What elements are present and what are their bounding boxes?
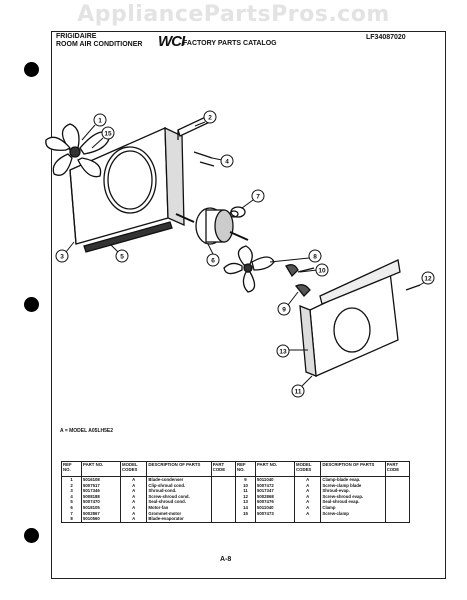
fan-motor-icon (175, 207, 249, 245)
column-header-ref: REF NO. (234, 461, 257, 477)
callout-3: 3 (55, 241, 75, 263)
fan-blade-icon (45, 123, 111, 178)
page-number: A-8 (220, 556, 232, 563)
watermark: AppliancePartsPros.com (77, 2, 390, 27)
callout-8: 8 (269, 249, 322, 263)
evaporator-blade-icon (223, 245, 275, 293)
callout-13: 13 (276, 344, 308, 358)
svg-text:15: 15 (104, 131, 112, 138)
screw-icon (199, 161, 215, 167)
condenser-shroud-icon (69, 126, 185, 245)
svg-text:11: 11 (295, 389, 302, 396)
punch-hole-icon (24, 62, 39, 77)
svg-text:5: 5 (120, 254, 124, 261)
svg-text:12: 12 (424, 276, 432, 283)
column-header-part: PART NO. (254, 461, 296, 477)
document-number: LF34087020 (366, 34, 406, 41)
svg-text:7: 7 (256, 194, 260, 201)
catalog-title: FACTORY PARTS CATALOG (183, 40, 277, 47)
svg-text:2: 2 (208, 115, 212, 122)
callout-6: 6 (206, 243, 220, 267)
clamp-icon (285, 264, 315, 297)
callout-11: 11 (291, 375, 313, 398)
product-name: ROOM AIR CONDITIONER (56, 41, 143, 48)
screw-icon (193, 151, 213, 159)
callout-10: 10 (299, 263, 329, 277)
svg-text:6: 6 (211, 258, 215, 265)
column-header-ref: REF NO. (60, 461, 83, 477)
callout-1: 1 (81, 113, 107, 141)
column-header-code: PART CODE (210, 461, 236, 477)
svg-text:13: 13 (279, 349, 287, 356)
column-header-description: DESCRIPTION OF PARTS (320, 461, 386, 477)
column-header-model: MODEL CODES (294, 461, 322, 477)
callout-4: 4 (211, 154, 234, 168)
callout-9: 9 (277, 291, 299, 316)
punch-hole-icon (24, 297, 39, 312)
model-note: A = MODEL A05LH5E2 (60, 428, 114, 434)
brand-block: FRIGIDAIRE ROOM AIR CONDITIONER (56, 33, 142, 49)
svg-text:3: 3 (60, 254, 64, 261)
svg-text:1: 1 (98, 118, 102, 125)
brand-name: FRIGIDAIRE (56, 33, 97, 40)
svg-text:4: 4 (225, 159, 229, 166)
column-header-part: PART NO. (81, 461, 122, 477)
seal-icon (83, 221, 173, 253)
screw-icon (405, 284, 421, 291)
svg-text:8: 8 (313, 254, 317, 261)
column-header-model: MODEL CODES (120, 461, 148, 477)
callout-7: 7 (241, 189, 265, 209)
evaporator-shroud-icon (299, 259, 401, 377)
table-header-row: REF NO. PART NO. MODEL CODES DESCRIPTION… (60, 461, 411, 477)
svg-text:10: 10 (318, 268, 326, 275)
callout-2: 2 (194, 110, 217, 127)
callout-12: 12 (417, 271, 435, 287)
punch-hole-icon (24, 528, 39, 543)
callout-15: 15 (91, 126, 115, 149)
parts-table: REF NO. PART NO. MODEL CODES DESCRIPTION… (60, 461, 411, 523)
wci-logo: WCI (158, 33, 185, 50)
column-header-code: PART CODE (384, 461, 411, 477)
page-frame (51, 31, 446, 579)
callout-5: 5 (109, 243, 129, 263)
grommet-icon (229, 206, 246, 218)
column-header-description: DESCRIPTION OF PARTS (146, 461, 212, 477)
svg-text:9: 9 (282, 307, 286, 314)
